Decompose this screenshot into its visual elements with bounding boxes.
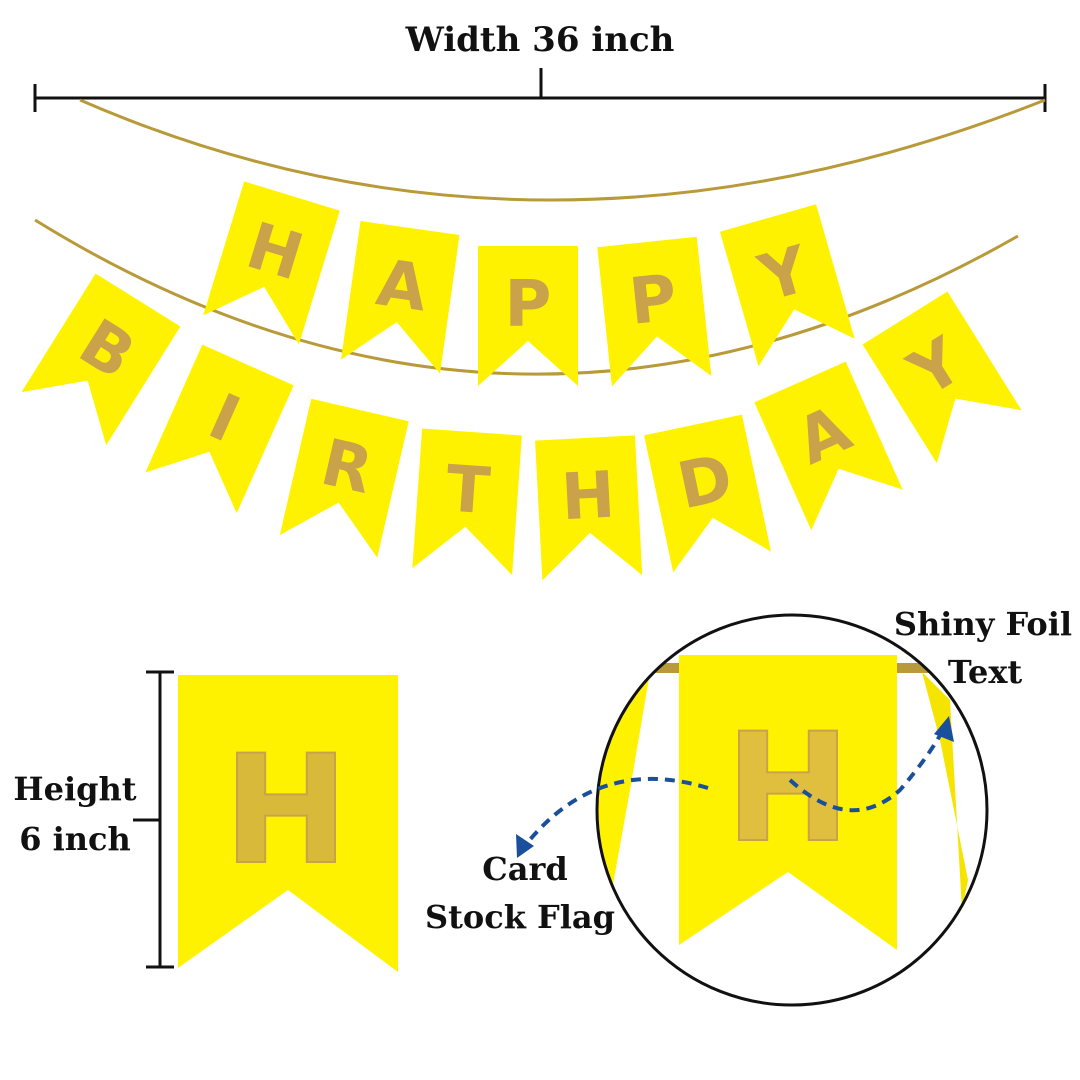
width-dimension-line: [33, 68, 1047, 112]
happy-flag-5: Y: [719, 204, 855, 367]
callout-arrows: [526, 727, 946, 844]
callout-shiny-foil-line1: Shiny Foil: [893, 605, 1073, 643]
height-label-line2: 6 inch: [19, 820, 131, 858]
height-dimension-line: [133, 670, 174, 969]
flag-letter: H: [559, 459, 616, 536]
birthday-flag-8: Y: [862, 291, 1022, 464]
happy-flag-2: A: [341, 221, 460, 374]
width-label: Width 36 inch: [405, 20, 675, 60]
birthday-flag-3: R: [279, 398, 409, 558]
arrow-head-left-icon: [516, 834, 534, 858]
zoom-flag-letter: H: [725, 702, 851, 876]
flag-letter: T: [444, 452, 493, 529]
banner-strings: [34, 98, 1046, 376]
happy-flag-3: P: [478, 246, 578, 386]
callout-card-stock-line2: Stock Flag: [424, 898, 615, 936]
birthday-flag-6: D: [644, 414, 772, 573]
birthday-flag-1: B: [21, 273, 181, 446]
single-flag: H: [178, 675, 398, 972]
callout-shiny-foil-line2: Text: [947, 653, 1023, 691]
arrow-head-right-icon: [934, 716, 954, 742]
callout-card-stock-line1: Card: [482, 850, 568, 888]
birthday-flag-2: I: [145, 344, 294, 514]
happy-flag-4: P: [597, 236, 712, 387]
birthday-flag-4: T: [412, 428, 522, 576]
height-label-line1: Height: [13, 770, 137, 808]
zoom-circle: H: [595, 613, 989, 1007]
flag-letter: A: [372, 246, 432, 326]
birthday-flag-5: H: [535, 435, 643, 581]
birthday-flag-7: A: [754, 361, 903, 531]
happy-flag-1: H: [203, 181, 340, 345]
flag-letter: P: [505, 268, 552, 342]
flag-letter: P: [626, 261, 680, 339]
single-flag-letter: H: [223, 724, 349, 898]
